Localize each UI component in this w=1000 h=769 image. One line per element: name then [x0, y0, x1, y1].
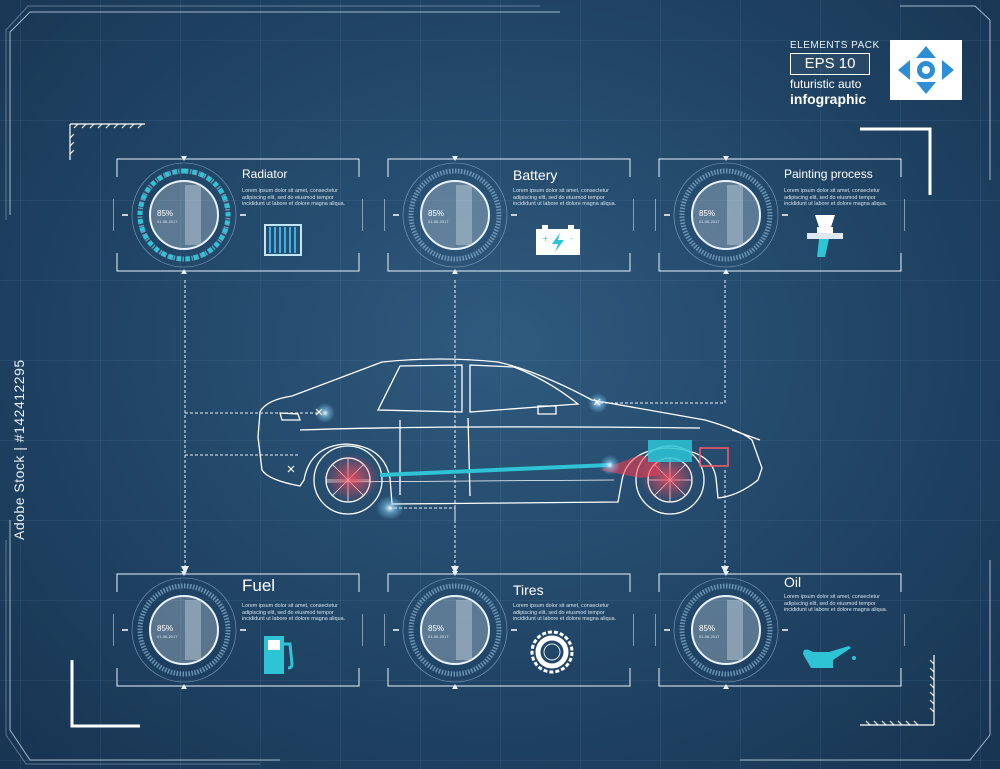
stock-watermark: Adobe Stock | #142412295: [11, 359, 27, 540]
panel-description: Lorem ipsum dolor sit amet, consectetur …: [242, 188, 346, 208]
panel-frame: [655, 156, 905, 274]
panel-date: 01-06-2017: [428, 219, 449, 224]
tire-icon: [530, 630, 574, 679]
panel-description: Lorem ipsum dolor sit amet, consectetur …: [784, 594, 888, 614]
corner-accents: [69, 123, 935, 728]
panel-title: Oil: [784, 574, 802, 590]
panel-oil: 85% 01-06-2017 Oil Lorem ipsum dolor sit…: [655, 570, 905, 690]
panel-date: 01-06-2017: [157, 219, 178, 224]
panel-frame: [384, 571, 634, 689]
badge-subtitle-1: futuristic auto: [790, 77, 862, 91]
panel-frame: [655, 571, 905, 689]
panel-battery: 85% 01-06-2017 Battery Lorem ipsum dolor…: [384, 155, 634, 275]
svg-text:+: +: [542, 234, 549, 243]
panel-painting-process: 85% 01-06-2017 Painting process Lorem ip…: [655, 155, 905, 275]
elements-pack-label: ELEMENTS PACK: [790, 40, 880, 51]
panel-radiator: 85% 01-06-2017 Radiator Lorem ipsum dolo…: [113, 155, 363, 275]
panel-description: Lorem ipsum dolor sit amet, consectetur …: [513, 603, 617, 623]
panel-title: Painting process: [784, 167, 873, 181]
panel-description: Lorem ipsum dolor sit amet, consectetur …: [513, 188, 617, 208]
panel-frame: [384, 156, 634, 274]
panel-description: Lorem ipsum dolor sit amet, consectetur …: [242, 603, 346, 623]
oil-can-icon: [799, 642, 859, 677]
spray-gun-icon: [805, 213, 845, 266]
pack-logo-icon: [890, 40, 962, 100]
panel-percent: 85%: [428, 624, 445, 633]
svg-text:-: -: [570, 234, 573, 243]
panel-date: 01-06-2017: [157, 634, 178, 639]
radiator-icon: [263, 223, 303, 262]
fuel-pump-icon: [258, 632, 298, 681]
panel-percent: 85%: [699, 209, 716, 218]
battery-icon: + -: [534, 223, 582, 262]
elements-pack-badge: ELEMENTS PACK EPS 10 futuristic auto inf…: [786, 40, 966, 112]
panel-date: 01-06-2017: [699, 219, 720, 224]
panel-percent: 85%: [157, 209, 174, 218]
connector-lines: [184, 280, 726, 570]
panel-frame: [113, 156, 363, 274]
panel-description: Lorem ipsum dolor sit amet, consectetur …: [784, 188, 888, 208]
panel-tires: 85% 01-06-2017 Tires Lorem ipsum dolor s…: [384, 570, 634, 690]
outer-frame: [5, 5, 991, 765]
panel-percent: 85%: [157, 624, 174, 633]
badge-subtitle-2: infographic: [790, 91, 867, 107]
panel-percent: 85%: [428, 209, 445, 218]
eps-label: EPS 10: [790, 53, 870, 75]
panel-fuel: 85% 01-06-2017 Fuel Lorem ipsum dolor si…: [113, 570, 363, 690]
panel-frame: [113, 571, 363, 689]
panel-title: Tires: [513, 582, 544, 598]
panel-date: 01-06-2017: [699, 634, 720, 639]
panel-date: 01-06-2017: [428, 634, 449, 639]
panel-title: Radiator: [242, 167, 288, 181]
car-highlights: [287, 393, 729, 520]
panel-title: Battery: [513, 167, 558, 183]
panel-percent: 85%: [699, 624, 716, 633]
panel-title: Fuel: [242, 576, 276, 595]
connector-arrows: [181, 566, 729, 574]
